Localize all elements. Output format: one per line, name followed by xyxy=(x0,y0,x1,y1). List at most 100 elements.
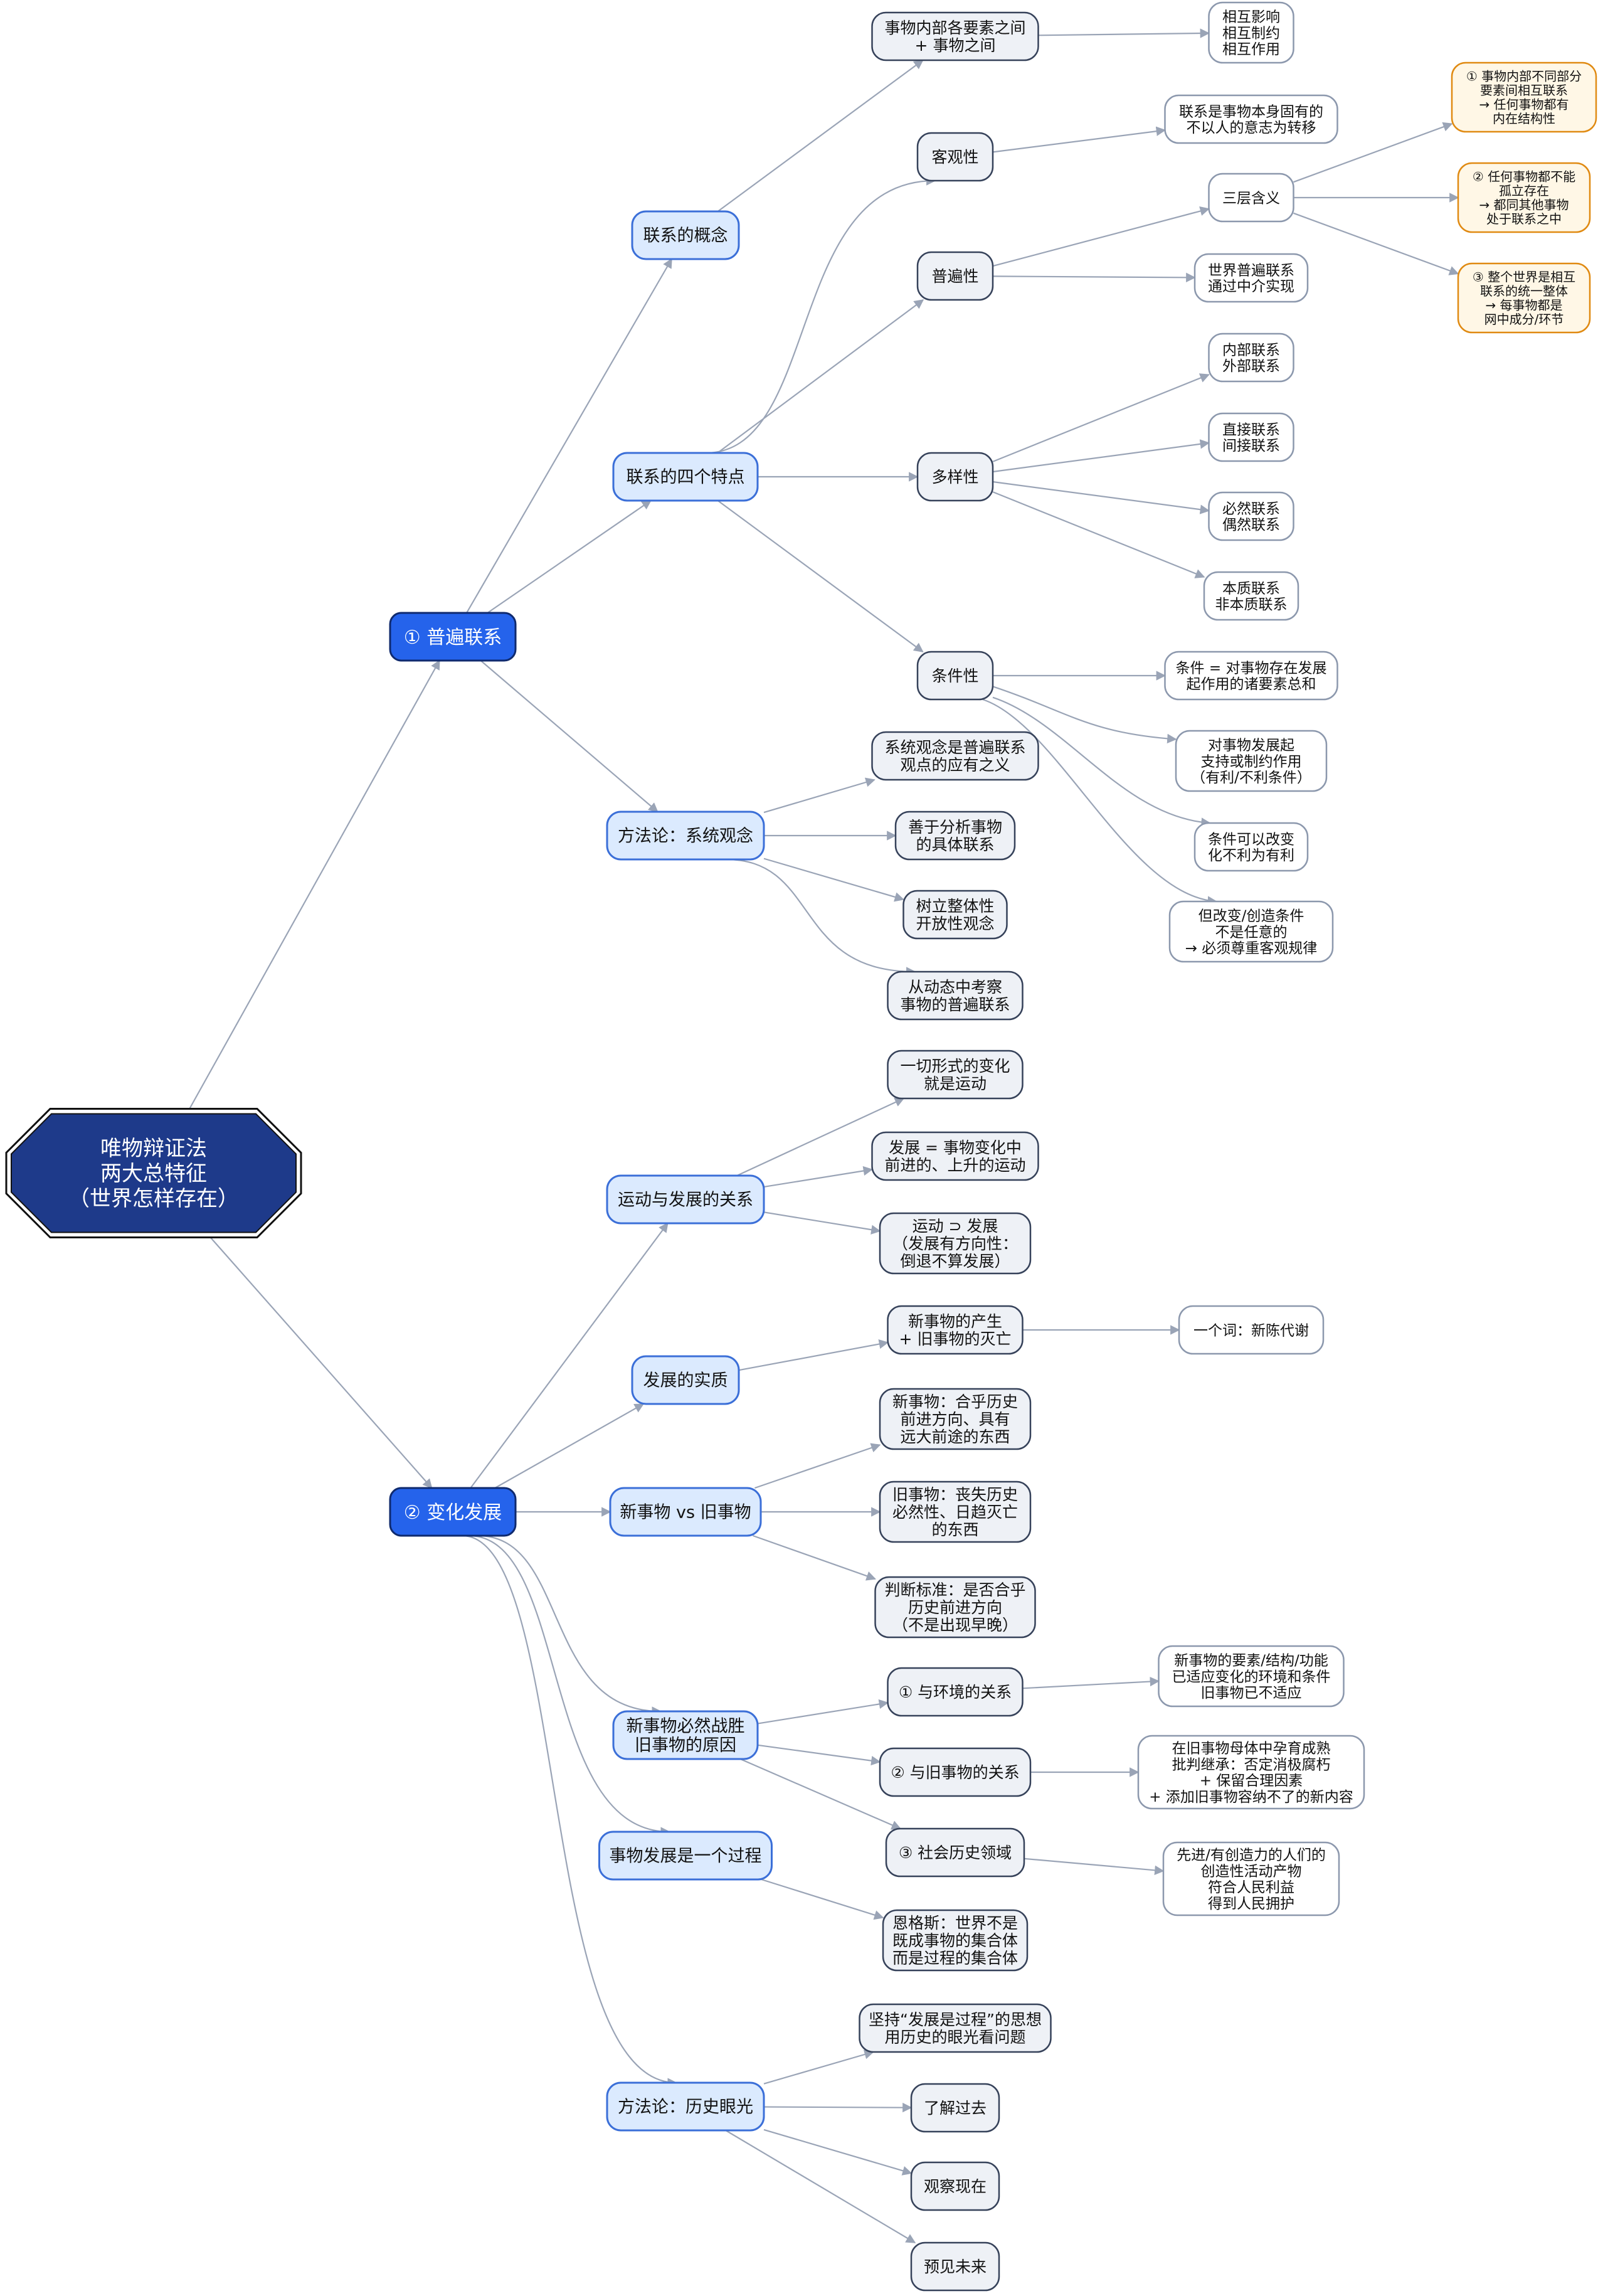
edge-sgtd-kgx xyxy=(706,176,936,454)
node-lxgn[interactable]: 联系的概念 xyxy=(631,210,740,260)
node-label-line: 旧事物的原因 xyxy=(635,1736,736,1755)
node-label-line: 而是过程的集合体 xyxy=(892,1949,1018,1967)
node-scyy[interactable]: 三层含义 xyxy=(1208,173,1294,223)
node-xvj[interactable]: 新事物 vs 旧事物 xyxy=(609,1487,762,1537)
node-label-line: 内部联系 xyxy=(1222,342,1280,358)
node-ls2[interactable]: 了解过去 xyxy=(910,2083,1000,2133)
node-pu[interactable]: ① 普遍联系 xyxy=(389,612,517,662)
node-label-line: 观察现在 xyxy=(924,2177,987,2196)
node-sgtd[interactable]: 联系的四个特点 xyxy=(612,452,759,502)
node-ywnb[interactable]: 事物内部各要素之间+ 事物之间 xyxy=(871,11,1039,61)
node-kgx[interactable]: 客观性 xyxy=(916,132,994,182)
node-sz1[interactable]: 新事物的产生+ 旧事物的灭亡 xyxy=(887,1305,1024,1355)
node-tjx[interactable]: 条件性 xyxy=(916,651,994,701)
node-box xyxy=(1208,1,1294,64)
edge-ydfz-yd3 xyxy=(763,1211,881,1235)
node-label-line: 起作用的诸要素总和 xyxy=(1187,676,1316,693)
node-box xyxy=(606,811,765,861)
node-bs3[interactable]: ③ 社会历史领域 xyxy=(885,1827,1025,1878)
node-ydfz[interactable]: 运动与发展的关系 xyxy=(606,1174,765,1225)
node-box xyxy=(879,1388,1032,1450)
node-yd3[interactable]: 运动 ⊃ 发展（发展有方向性：倒退不算发展） xyxy=(879,1212,1032,1275)
node-label-line: ③ 整个世界是相互 xyxy=(1473,270,1575,285)
node-box xyxy=(1203,571,1299,621)
edge-xtgn-xt3 xyxy=(763,858,904,902)
node-label-line: 事物的普遍联系 xyxy=(900,996,1010,1014)
node-lsyg[interactable]: 方法论：历史眼光 xyxy=(606,2081,765,2132)
node-label-line: 发展 = 事物变化中 xyxy=(889,1139,1022,1157)
edge-lsyg-ls2 xyxy=(763,2102,913,2113)
node-gc[interactable]: 事物发展是一个过程 xyxy=(598,1831,773,1881)
edge-bs-bs3 xyxy=(739,1758,902,1830)
node-pbx[interactable]: 普遍性 xyxy=(916,251,994,301)
node-label-line: ② 变化发展 xyxy=(404,1502,502,1524)
node-label-line: 外部联系 xyxy=(1222,358,1280,375)
node-label-line: 一切形式的变化 xyxy=(900,1057,1010,1075)
node-box xyxy=(887,1050,1024,1100)
node-label-line: 联系的概念 xyxy=(643,226,728,246)
node-ls3[interactable]: 观察现在 xyxy=(910,2161,1000,2211)
node-label-line: + 添加旧事物容纳不了的新内容 xyxy=(1149,1789,1353,1805)
node-label-line: 新事物的要素/结构/功能 xyxy=(1174,1653,1328,1669)
node-label-line: 倒退不算发展） xyxy=(900,1252,1010,1270)
node-box xyxy=(874,1576,1036,1639)
node-sz2[interactable]: 一个词：新陈代谢 xyxy=(1178,1305,1325,1355)
node-label-line: 多样性 xyxy=(931,468,978,486)
node-label-line: 偶然联系 xyxy=(1222,517,1280,533)
node-label-line: 新事物：合乎历史 xyxy=(892,1393,1018,1411)
node-label-line: ② 与旧事物的关系 xyxy=(891,1763,1019,1782)
node-fzsz[interactable]: 发展的实质 xyxy=(631,1355,740,1405)
node-dyx[interactable]: 多样性 xyxy=(916,452,994,502)
node-box xyxy=(1193,822,1309,872)
edge-dyx-dy2 xyxy=(992,439,1210,473)
node-ls4[interactable]: 预见未来 xyxy=(910,2241,1000,2292)
node-bs1[interactable]: ① 与环境的关系 xyxy=(887,1667,1024,1717)
node-label-line: 先进/有创造力的人们的 xyxy=(1177,1847,1326,1864)
edge-bh-bs xyxy=(477,1534,662,1716)
node-label-line: 的东西 xyxy=(931,1521,978,1539)
node-label-line: 不是任意的 xyxy=(1215,924,1288,940)
node-box xyxy=(612,1710,759,1760)
node-label-line: 新事物 vs 旧事物 xyxy=(620,1503,751,1523)
edge-dyx-dy1 xyxy=(992,373,1210,462)
node-label-line: 不以人的意志为转移 xyxy=(1187,120,1316,136)
edge-bs-bs2 xyxy=(757,1744,881,1766)
node-label-line: 事物发展是一个过程 xyxy=(610,1847,762,1866)
node-bh[interactable]: ② 变化发展 xyxy=(389,1487,517,1537)
node-label-line: 既成事物的集合体 xyxy=(892,1932,1018,1950)
node-xtgn[interactable]: 方法论：系统观念 xyxy=(606,811,765,861)
node-box xyxy=(894,811,1016,861)
node-bs2[interactable]: ② 与旧事物的关系 xyxy=(879,1747,1032,1797)
node-label-line: 旧事物已不适应 xyxy=(1201,1685,1302,1701)
